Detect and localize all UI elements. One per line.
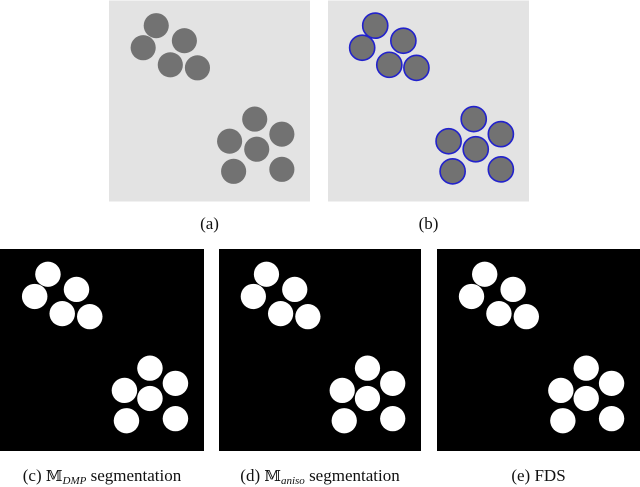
panel-e-disk: [598, 370, 625, 396]
panel-c-disk: [162, 370, 189, 396]
panel-e-disk: [486, 301, 512, 327]
panel-a-caption-text: (a): [200, 214, 219, 233]
panel-c-disk: [111, 377, 138, 404]
panel-b-disk: [361, 12, 389, 39]
panel-c-caption-prefix: (c): [22, 466, 46, 485]
panel-e-svg: [437, 249, 640, 451]
panel-a-disk: [184, 55, 211, 81]
panel-a-disk: [269, 156, 295, 182]
panel-a-disk: [217, 128, 243, 154]
panel-c-disk: [35, 261, 61, 287]
panel-d-svg: [219, 249, 421, 451]
panel-d-disk: [267, 301, 294, 327]
panel-b-disk: [403, 54, 430, 82]
panel-d-image: [219, 249, 421, 451]
panel-b-disk: [390, 27, 417, 55]
panel-b-caption: (b): [328, 214, 529, 234]
panel-e-disk: [598, 406, 625, 432]
panel-a-disk: [157, 52, 183, 78]
panel-b-disk: [487, 155, 515, 183]
panel-e-image: [437, 249, 640, 451]
panel-a-disk: [242, 106, 268, 132]
panel-e-disk: [458, 283, 485, 310]
panel-e-caption-text: (e) FDS: [511, 466, 566, 485]
panel-c-disk: [113, 408, 140, 434]
panel-a-disk: [269, 121, 295, 147]
panel-b-svg: [328, 0, 529, 202]
panel-d-disk: [354, 355, 381, 381]
panel-a-disk: [171, 28, 197, 54]
panel-e-disk: [573, 355, 599, 381]
panel-b-caption-text: (b): [418, 214, 439, 233]
panel-d-caption-suffix: segmentation: [304, 466, 400, 485]
panel-b-disk: [348, 34, 376, 62]
panel-c-caption-math: 𝕄: [45, 467, 63, 485]
panel-d-disk: [331, 408, 357, 434]
panel-d-caption: (d) 𝕄aniso segmentation: [214, 466, 426, 487]
panel-c-caption-sub: DMP: [62, 475, 87, 487]
panel-e-disk: [472, 261, 498, 287]
panel-a-image: [109, 0, 310, 202]
panel-d-caption-sub: aniso: [280, 475, 305, 487]
panel-c-caption-suffix: segmentation: [86, 466, 182, 485]
panel-e-disk: [550, 408, 576, 434]
panel-e-disk: [500, 276, 526, 303]
panel-d-caption-math: 𝕄: [264, 467, 281, 485]
panel-b-disk: [487, 120, 515, 148]
panel-b-disk: [460, 105, 488, 133]
panel-c-image: [0, 249, 204, 451]
panel-d-disk: [253, 261, 280, 287]
panel-a-disk: [143, 13, 169, 39]
panel-c-disk: [137, 385, 163, 412]
panel-c-disk: [63, 276, 90, 303]
panel-a-caption: (a): [109, 214, 310, 234]
panel-d-disk: [380, 406, 406, 432]
panel-a-disk: [244, 136, 270, 162]
panel-e-disk: [513, 304, 540, 330]
panel-c-disk: [49, 301, 75, 327]
panel-b-disk: [462, 135, 490, 163]
panel-d-disk: [282, 276, 308, 303]
panel-c-disk: [77, 304, 103, 330]
panel-d-disk: [380, 370, 406, 396]
panel-d-disk: [240, 283, 266, 310]
panel-d-caption-prefix: (d): [240, 466, 265, 485]
panel-b-image: [328, 0, 529, 202]
panel-a-svg: [109, 0, 310, 202]
panel-e-disk: [548, 377, 574, 404]
panel-c-svg: [0, 249, 204, 451]
panel-d-disk: [354, 385, 381, 412]
panel-b-disk: [435, 127, 462, 155]
panel-c-disk: [162, 406, 189, 432]
panel-e-disk: [573, 385, 599, 412]
panel-c-disk: [137, 355, 163, 381]
panel-d-disk: [295, 304, 321, 330]
panel-c-disk: [21, 283, 48, 310]
panel-a-disk: [130, 35, 156, 61]
panel-c-caption: (c) 𝕄DMP segmentation: [0, 466, 208, 487]
panel-b-disk: [439, 157, 466, 185]
panel-d-disk: [329, 377, 355, 404]
panel-a-disk: [221, 158, 247, 184]
panel-b-disk: [375, 51, 403, 79]
panel-e-caption: (e) FDS: [437, 466, 640, 486]
